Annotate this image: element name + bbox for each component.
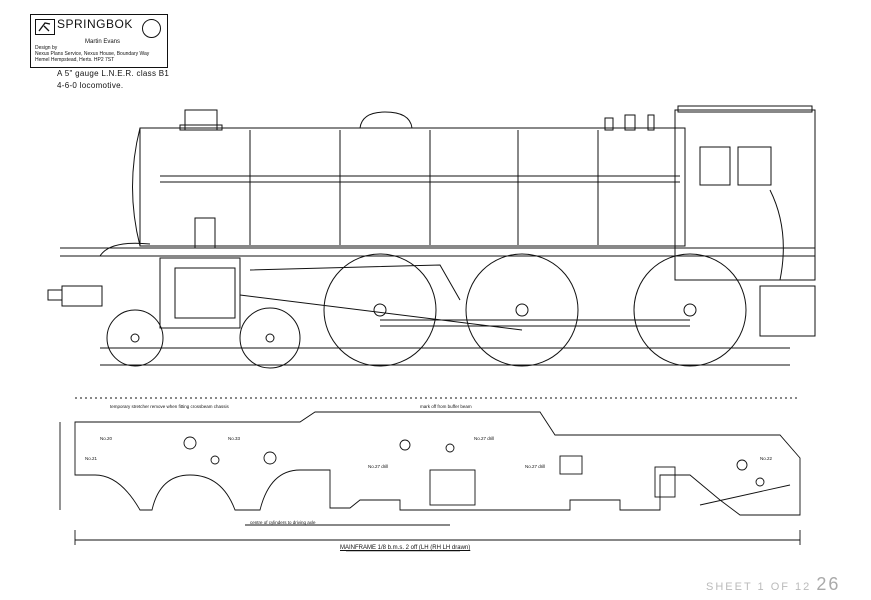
cab-cutout — [769, 189, 784, 281]
label-no20: No.20 — [100, 436, 113, 441]
chimney — [184, 109, 218, 131]
description-line-2: 4-6-0 locomotive. — [57, 81, 124, 90]
label-no27c: No.27 drill — [525, 464, 545, 469]
valve-gear — [249, 264, 461, 301]
axle-5 — [683, 303, 697, 317]
sheet-page-number: 26 — [816, 574, 841, 594]
bogie-wheel — [106, 309, 164, 367]
hole-7 — [755, 477, 765, 487]
coupled-wheel-1 — [323, 253, 437, 367]
brand-name: SPRINGBOK — [57, 17, 133, 31]
cab-window-2 — [737, 146, 772, 186]
hole-2 — [210, 455, 220, 465]
driving-wheel — [465, 253, 579, 367]
buffer — [47, 289, 63, 301]
cylinder-block — [159, 257, 241, 329]
mainframe-drawing — [59, 397, 801, 545]
steam-pipe — [194, 217, 216, 249]
drag-beam-line — [699, 484, 791, 506]
dome — [359, 111, 413, 129]
label-no33: No.33 — [228, 436, 241, 441]
front-splasher — [99, 242, 151, 257]
label-no27b: No.27 drill — [474, 436, 494, 441]
mainframe-caption: MAINFRAME 1/8 b.m.s. 2 off (LH (RH LH dr… — [340, 545, 471, 551]
horn-cutout-2 — [654, 466, 676, 498]
hole-6 — [736, 459, 748, 471]
title-block: SPRINGBOK Martin Evans Design by Nexus P… — [30, 14, 168, 68]
address-line-1: Nexus Plans Service, Nexus House, Bounda… — [35, 51, 150, 57]
cab-window — [699, 146, 731, 186]
sheet-label: SHEET 1 OF 12 — [706, 581, 812, 593]
cylinder — [174, 267, 236, 319]
hole-5 — [445, 443, 455, 453]
hole — [183, 436, 197, 450]
label-no22: No.22 — [760, 456, 773, 461]
axle-2 — [265, 333, 275, 343]
springbok-logo-icon — [35, 19, 55, 35]
connecting-rod — [239, 294, 523, 331]
bogie-wheel-2 — [239, 307, 301, 369]
safety-valve — [604, 117, 614, 131]
hole-4 — [399, 439, 411, 451]
boiler-outline — [139, 127, 686, 247]
design-label: Design by — [35, 45, 58, 51]
sheet-number: SHEET 1 OF 12 26 — [706, 574, 840, 595]
address-line-2: Hemel Hempstead, Herts. HP2 7ST — [35, 57, 115, 63]
mainframe-outline — [74, 411, 801, 516]
safety-valve — [624, 114, 636, 131]
horn-cutout — [429, 469, 476, 506]
cutout-square — [559, 455, 583, 475]
frame-annotations: centre of cylinders to driving axle No.2… — [85, 404, 773, 525]
whistle — [647, 114, 655, 131]
cab-steps — [759, 285, 816, 337]
chimney-base — [179, 124, 223, 131]
axle — [130, 333, 140, 343]
smokebox-front — [132, 127, 141, 247]
label-mark-off: mark off from buffer beam — [420, 404, 472, 409]
circle-mark-icon — [142, 19, 161, 38]
label-centre-cylinders: centre of cylinders to driving axle — [250, 520, 316, 525]
cab-roof — [677, 105, 813, 113]
cab — [674, 109, 816, 281]
coupled-wheel-2 — [633, 253, 747, 367]
hole-3 — [263, 451, 277, 465]
buffer-beam — [61, 285, 103, 307]
label-no21: No.21 — [85, 456, 98, 461]
axle-4 — [515, 303, 529, 317]
author-name: Martin Evans — [85, 39, 121, 45]
axle-3 — [373, 303, 387, 317]
label-no27a: No.27 drill — [368, 464, 388, 469]
label-temp-note: temporary stretcher remove when fitting … — [110, 404, 230, 409]
description-line-1: A 5" gauge L.N.E.R. class B1 — [57, 69, 170, 78]
